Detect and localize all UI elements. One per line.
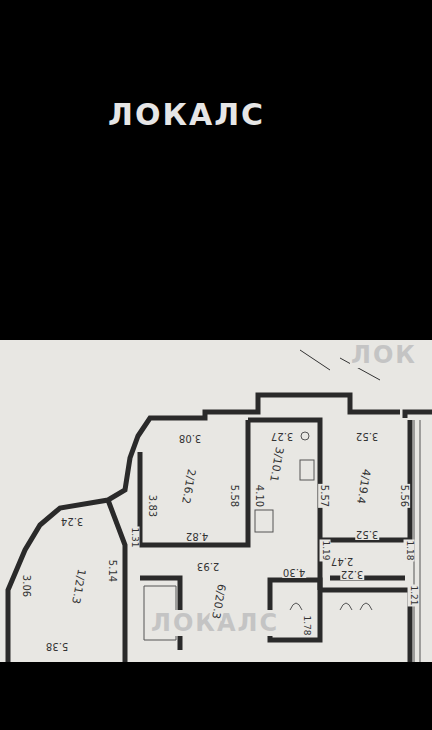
room-number: 2/16.2: [179, 467, 198, 506]
dimension: 3.83: [146, 494, 158, 518]
dimension: 1.78: [301, 614, 312, 636]
dimension: 3.52: [355, 528, 379, 540]
dimension: 3.52: [355, 430, 379, 442]
dimension: 3.06: [20, 574, 32, 598]
dimension: 4.82: [185, 530, 209, 542]
dimension: 1.18: [404, 539, 415, 561]
dimension: 2.47: [330, 555, 354, 567]
room-number: 4/19.4: [354, 467, 373, 506]
dimension: 3.24: [60, 515, 84, 527]
dimension: 2.93: [196, 560, 220, 572]
watermark: ЛОК: [350, 342, 418, 368]
dimension: 4.10: [253, 484, 265, 508]
dimension: 5.58: [228, 484, 240, 508]
dimension: 3.27: [270, 430, 294, 442]
dimension: 5.38: [45, 640, 69, 652]
dimension: 1.21: [408, 584, 419, 606]
watermark: ЛОКАЛС: [108, 100, 265, 130]
dimension: 4.30: [282, 566, 306, 578]
dimension: 5.56: [398, 484, 410, 508]
dimension: 5.14: [106, 559, 118, 583]
dimension: 3.08: [178, 432, 202, 444]
dimension: 5.57: [318, 484, 330, 508]
dimension: 1.31: [129, 526, 140, 548]
room-number: 3/10.1: [267, 445, 286, 484]
floor-plan-photo: ЛОКЛОКАЛС3.085.583.834.822/16.23.274.103…: [0, 340, 432, 662]
room-number: 1/21.3: [69, 567, 88, 606]
dimension: 3.22: [340, 568, 364, 580]
dimension: 1.19: [320, 539, 331, 561]
